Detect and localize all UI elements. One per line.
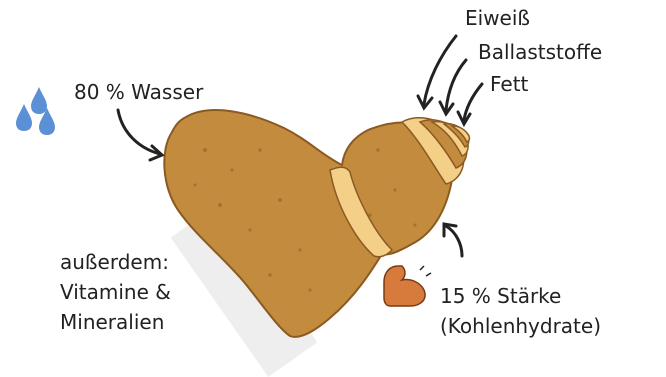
label-extra-heading: außerdem: <box>60 249 169 275</box>
label-extra-vitamins: Vitamine & <box>60 279 171 305</box>
label-starch-carbs: (Kohlenhydrate) <box>440 313 601 339</box>
label-extra-minerals: Mineralien <box>60 309 164 335</box>
arrow-fiber <box>446 60 466 110</box>
potato-diagram: Eiweiß Ballaststoffe Fett 80 % Wasser 15… <box>0 0 666 363</box>
label-fat: Fett <box>490 71 528 97</box>
arrow-fat <box>464 84 482 120</box>
label-fiber: Ballaststoffe <box>478 39 602 65</box>
label-starch: 15 % Stärke <box>440 283 561 309</box>
label-water: 80 % Wasser <box>74 79 203 105</box>
label-protein: Eiweiß <box>465 5 530 31</box>
arrow-starch <box>446 226 462 256</box>
arrow-protein <box>424 36 456 104</box>
flexed-bicep-icon <box>384 266 431 306</box>
water-drops-icon <box>16 87 55 135</box>
